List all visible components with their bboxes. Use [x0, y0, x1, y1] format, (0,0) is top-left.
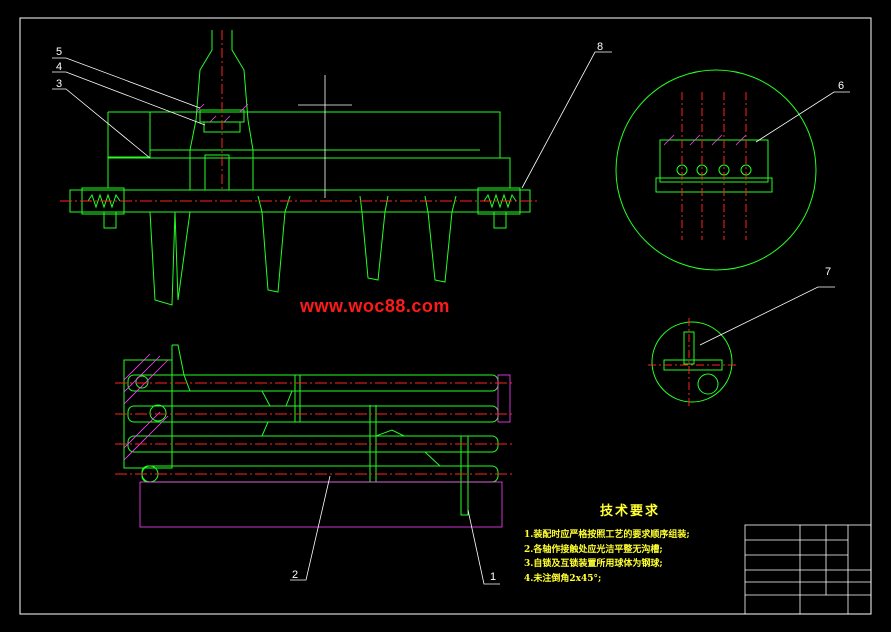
detail-view-6: [615, 69, 817, 271]
part-label: 3: [56, 78, 62, 90]
requirement-item: 4.未注倒角2x45°;: [524, 573, 602, 584]
detail-6-hatching: [663, 134, 747, 146]
part-label: 1: [490, 571, 496, 583]
part-number-labels: 5 4 3 8 6 7 2 1: [56, 41, 844, 583]
detail-7-centerlines: [648, 318, 736, 408]
leader-lines: [52, 51, 850, 585]
requirement-item: 1.装配时应严格按照工艺的要求顺序组装;: [524, 530, 690, 540]
bottom-view-hatching: [123, 353, 511, 528]
detail-view-7: [651, 321, 733, 403]
part-label: 6: [838, 80, 844, 92]
technical-requirements-title: 技术要求: [600, 504, 661, 519]
requirement-item: 2.各轴作接触处应光洁平整无沟槽;: [524, 544, 663, 555]
part-label: 8: [597, 41, 603, 53]
part-label: 7: [825, 266, 831, 278]
title-block: [744, 524, 872, 615]
requirement-item: 3.自锁及互锁装置所用球体为钢球;: [524, 559, 663, 569]
technical-requirements-list: 1.装配时应严格按照工艺的要求顺序组装; 2.各轴作接触处应光洁平整无沟槽; 3…: [524, 528, 690, 586]
detail-6-centerlines: [681, 92, 747, 240]
top-view-dimension: [298, 75, 352, 198]
top-assembly-view: [69, 30, 531, 306]
drawing-frame: [19, 17, 872, 615]
bottom-assembly-view: [123, 344, 499, 516]
part-label: 5: [56, 46, 62, 58]
part-label: 4: [56, 61, 62, 73]
watermark-text: www.woc88.com: [300, 296, 450, 316]
part-label: 2: [292, 569, 298, 581]
bottom-view-centerlines: [115, 382, 515, 475]
